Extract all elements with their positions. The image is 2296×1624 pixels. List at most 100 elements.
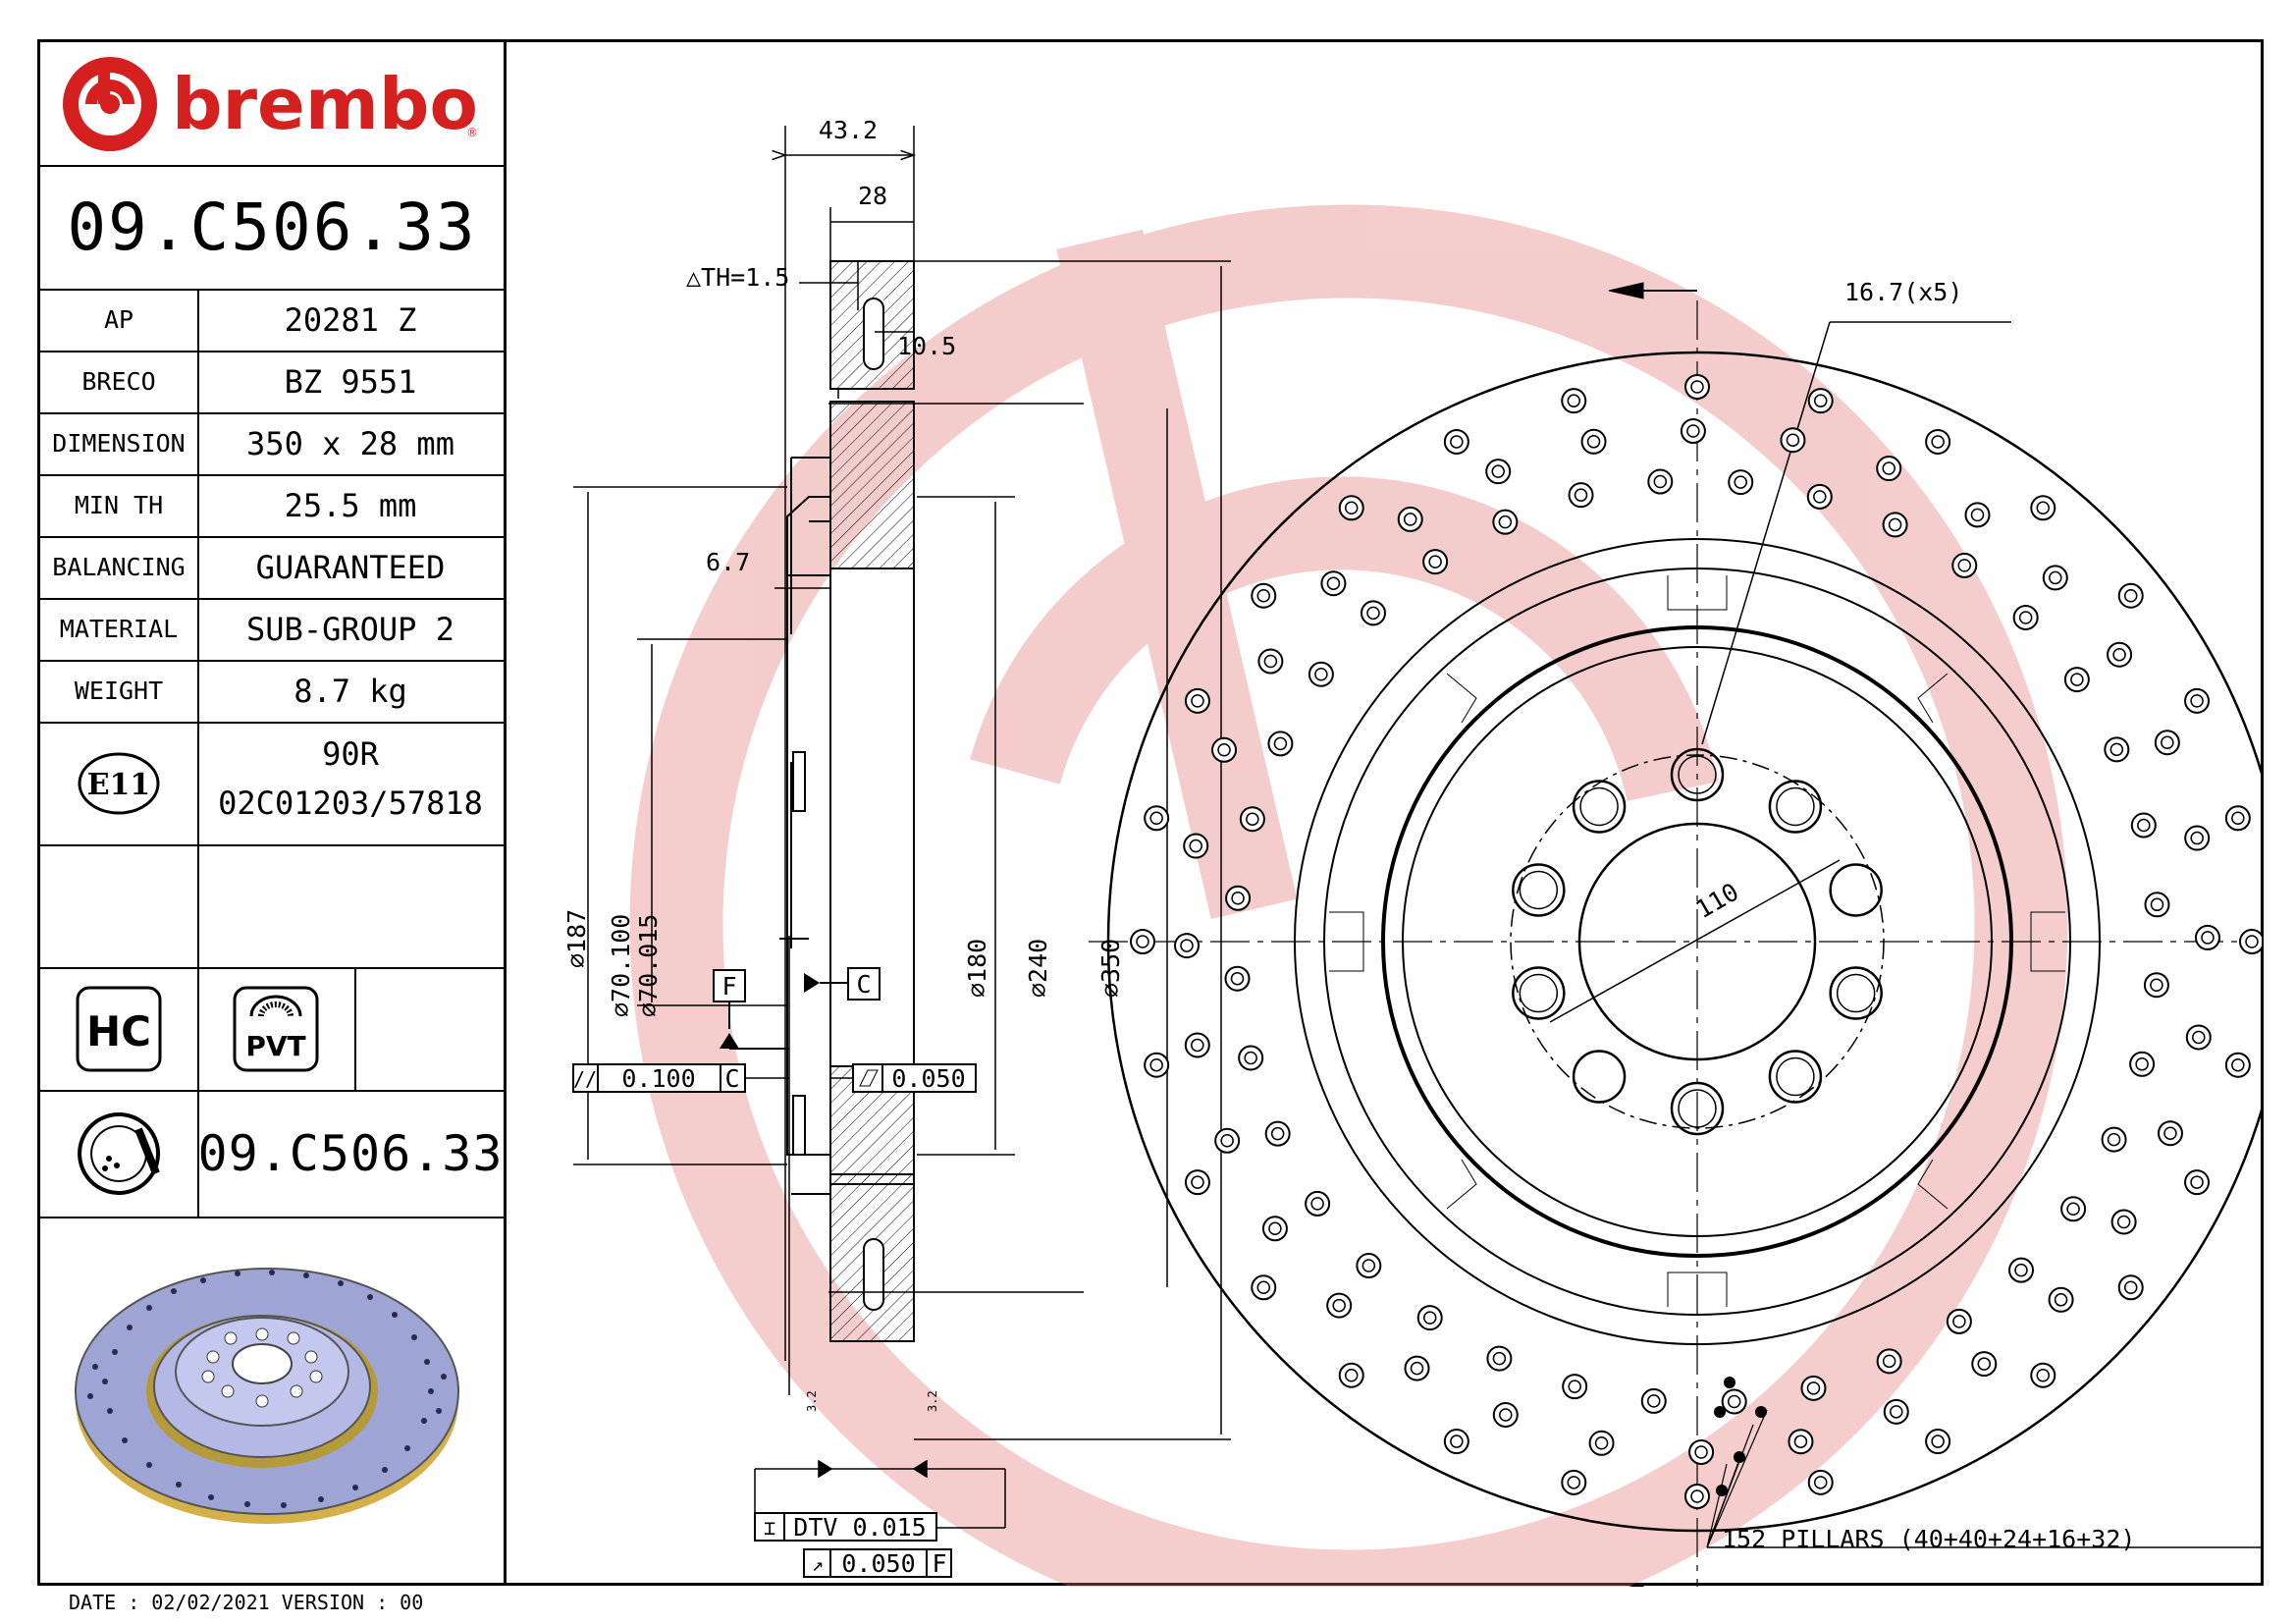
drilled-hole xyxy=(1964,502,1991,528)
drilled-hole-inner xyxy=(1256,588,1271,603)
bolt-hole xyxy=(1579,786,1619,827)
drilled-hole-inner xyxy=(1888,517,1902,532)
drilled-hole xyxy=(1788,1429,1814,1455)
bolt-hole xyxy=(1776,786,1815,827)
drilled-hole xyxy=(2117,1274,2144,1301)
drilled-hole xyxy=(1397,506,1423,532)
spec-value: 25.5 mm xyxy=(284,486,417,524)
drilled-hole-inner xyxy=(1136,935,1149,948)
hc-badge: HC xyxy=(40,967,197,1090)
drilled-hole-inner xyxy=(1882,461,1896,475)
drilled-hole xyxy=(1360,600,1386,626)
svg-text:0.050: 0.050 xyxy=(891,1064,965,1093)
drilled-hole xyxy=(1876,1348,1902,1375)
bolt-hole xyxy=(1678,755,1717,794)
drilled-hole-inner xyxy=(1366,606,1380,621)
drilled-hole-inner xyxy=(2201,931,2215,945)
spec-label: BRECO xyxy=(81,367,156,396)
pillar-marks xyxy=(1714,1377,1767,1496)
drilled-hole-inner xyxy=(1326,576,1341,590)
drilled-hole xyxy=(1338,1362,1364,1388)
drilled-hole xyxy=(1492,509,1519,535)
drilled-hole xyxy=(1443,428,1469,455)
drilled-hole xyxy=(1588,1430,1615,1456)
drilled-hole xyxy=(1183,833,1209,859)
bolt-holes xyxy=(1512,747,1883,1136)
spec-value: 8.7 kg xyxy=(294,672,407,710)
drilled-hole xyxy=(1951,552,1978,578)
drilled-hole-inner xyxy=(2014,1263,2028,1277)
drilled-hole xyxy=(1320,570,1347,597)
drilled-hole-inner xyxy=(1314,667,1328,681)
drilled-hole-inner xyxy=(1931,1435,1945,1448)
drilled-hole-inner xyxy=(1273,736,1288,751)
drilled-hole xyxy=(1807,388,1834,414)
drilled-hole-inner xyxy=(1268,1221,1282,1236)
dim-d180: ⌀180 xyxy=(963,939,991,998)
drilled-hole-inner xyxy=(2036,1368,2051,1382)
drilled-hole-inner xyxy=(1332,1298,1346,1313)
bolt-hole xyxy=(1519,973,1559,1013)
spec-label: MIN TH xyxy=(74,491,164,519)
drilled-hole xyxy=(2042,565,2068,591)
disc-render xyxy=(40,1217,504,1586)
drilled-hole xyxy=(1264,1120,1291,1147)
drilled-hole xyxy=(1225,885,1252,911)
dim-th-tolerance: △TH=1.5 xyxy=(686,263,789,292)
drilled-hole-inner xyxy=(2054,1293,2068,1307)
tolerance-parallel: // 0.100 C xyxy=(572,1063,789,1093)
drilled-hole xyxy=(2143,972,2169,999)
drilled-hole xyxy=(1568,482,1594,509)
drilled-hole xyxy=(1680,418,1706,445)
dim-d70-upper: ⌀70.100 xyxy=(607,914,635,1017)
bolt-hole xyxy=(1829,863,1883,917)
hc-icon: HC xyxy=(76,986,162,1071)
drilled-hole xyxy=(2008,1257,2035,1283)
drilled-hole-inner xyxy=(1246,812,1259,826)
drilled-hole-inner xyxy=(1450,435,1464,449)
drilled-hole xyxy=(1800,1375,1827,1401)
drilled-hole-inner xyxy=(1568,1380,1581,1393)
drilled-hole-inner xyxy=(2190,694,2204,708)
drilled-hole-inner xyxy=(1586,435,1601,449)
drilled-hole-inner xyxy=(1492,1351,1507,1366)
drilled-hole-inner xyxy=(1970,508,1985,522)
drilled-hole xyxy=(1728,469,1754,496)
dim-bolt-circle: 110 xyxy=(1691,878,1744,925)
drilled-hole-inner xyxy=(2137,818,2151,833)
pvt-icon: PVT xyxy=(233,986,319,1071)
drilled-hole-inner xyxy=(1428,555,1442,568)
svg-text:0.100: 0.100 xyxy=(621,1064,695,1093)
drilled-hole-inner xyxy=(2161,735,2174,749)
drilled-hole-inner xyxy=(1344,501,1359,515)
svg-text:0.050: 0.050 xyxy=(841,1549,915,1578)
drilled-hole-inner xyxy=(1690,1489,1704,1503)
datum-f: F xyxy=(713,969,789,1050)
roughness-right: 3.2 xyxy=(926,1390,939,1412)
drilled-hole-inner xyxy=(1403,513,1417,526)
drilled-hole xyxy=(1684,1484,1710,1509)
spec-value: 20281 Z xyxy=(284,300,417,339)
drilled-hole-inner xyxy=(1567,1476,1581,1489)
drilled-hole-inner xyxy=(2123,588,2138,603)
e11-icon: E11 xyxy=(78,752,160,814)
drilled-hole xyxy=(2184,1169,2211,1196)
drilled-hole-inner xyxy=(2163,1126,2177,1140)
watermark-logo xyxy=(629,204,2068,1587)
dim-d187: ⌀187 xyxy=(562,909,591,968)
drilled-hole-inner xyxy=(1310,1197,1324,1211)
drilled-hole-inner xyxy=(2109,742,2124,757)
dim-offset: 6.7 xyxy=(706,548,750,576)
dim-width-total: 43.2 xyxy=(819,116,878,144)
brembo-logo-icon: brembo ® xyxy=(63,56,478,151)
tolerance-flatness: 0.050 xyxy=(830,1063,977,1093)
bolt-hole xyxy=(1512,863,1566,917)
drilled-hole xyxy=(1326,1292,1353,1319)
drilled-hole-inner xyxy=(1890,1405,1903,1419)
drilled-hole-inner xyxy=(1567,394,1581,407)
svg-text:HC: HC xyxy=(86,1007,151,1056)
drilled-hole-inner xyxy=(1574,488,1588,502)
drilled-hole xyxy=(1882,512,1908,538)
drilled-hole xyxy=(1338,495,1364,521)
bolt-hole xyxy=(1836,973,1876,1013)
